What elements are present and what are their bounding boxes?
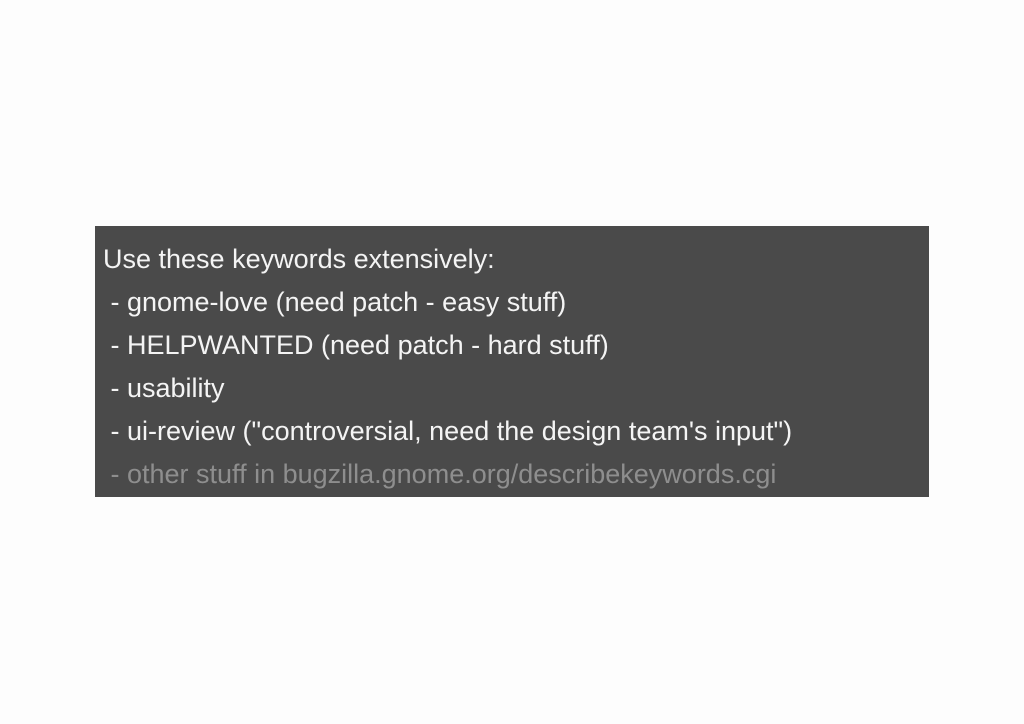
keyword-item-ui-review: - ui-review ("controversial, need the de… xyxy=(103,416,793,446)
keyword-item-helpwanted: - HELPWANTED (need patch - hard stuff) xyxy=(103,330,609,360)
keyword-text-box: Use these keywords extensively: - gnome-… xyxy=(95,226,929,497)
keyword-item-usability: - usability xyxy=(103,373,225,403)
keyword-item-other: - other stuff in bugzilla.gnome.org/desc… xyxy=(103,459,777,489)
heading: Use these keywords extensively: xyxy=(103,244,495,274)
keyword-item-gnome-love: - gnome-love (need patch - easy stuff) xyxy=(103,287,567,317)
